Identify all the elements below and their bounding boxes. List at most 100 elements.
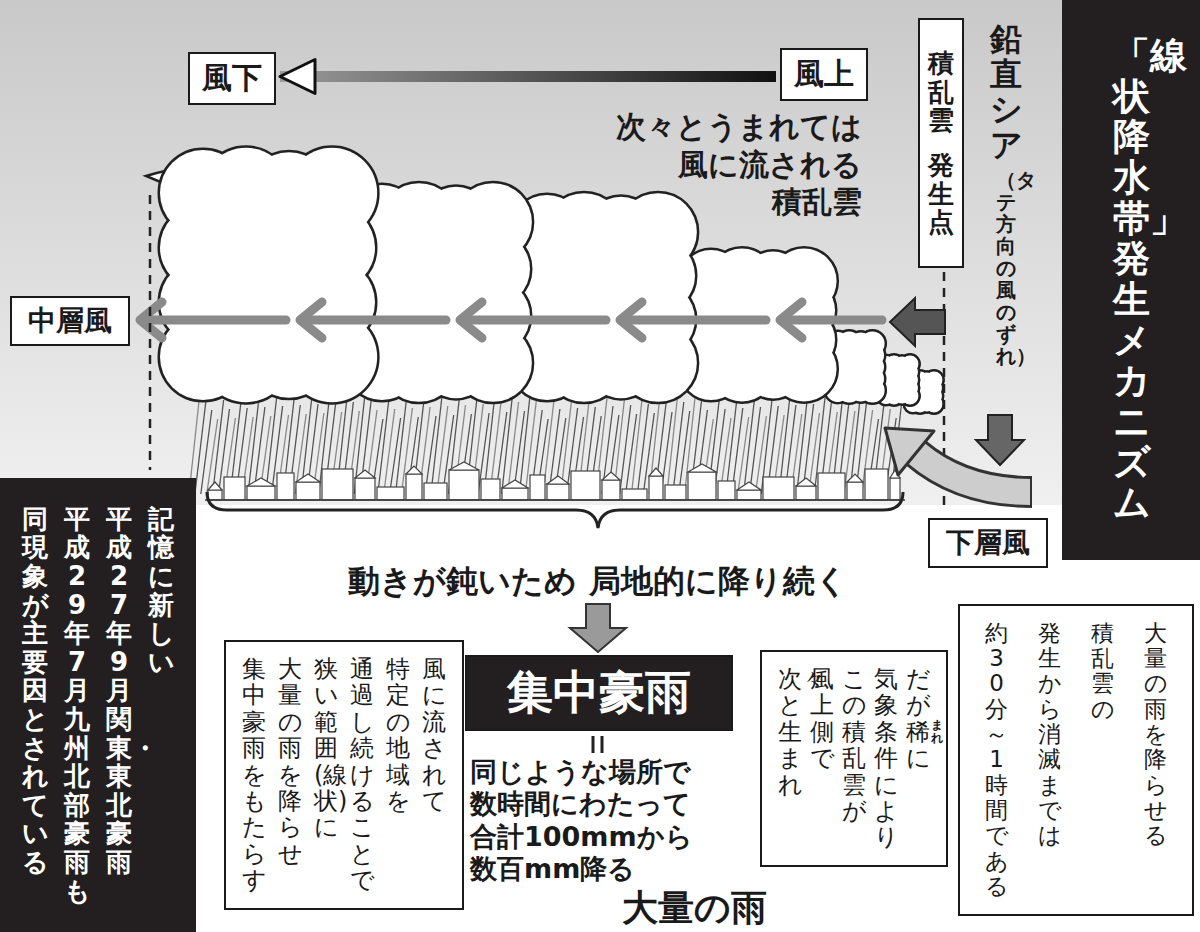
low-wind-arrow <box>916 453 1030 492</box>
rain-streak <box>283 396 294 494</box>
cloud-puff <box>771 336 836 401</box>
cloud-puff <box>621 282 695 356</box>
rain-streak <box>543 400 554 494</box>
cloud-puff <box>289 205 375 291</box>
cloud-body <box>177 167 358 383</box>
rain-streak <box>661 412 672 494</box>
town-skyline <box>205 462 905 500</box>
shear-arrow <box>890 298 945 346</box>
shear-down-arrow <box>976 415 1024 465</box>
rain-streak <box>667 393 678 494</box>
cloud-puff <box>905 372 921 388</box>
cloud-puff <box>878 356 893 371</box>
cloud-puff <box>926 372 943 389</box>
cloud-puff <box>454 324 532 402</box>
cloud-puff <box>709 248 774 313</box>
rain-streak <box>596 397 607 494</box>
result-box: 集中豪雨 <box>465 655 733 731</box>
rain-streak <box>195 401 206 494</box>
cloud-puff <box>380 324 458 402</box>
rain-streak <box>879 409 890 494</box>
rain-streak <box>396 399 407 494</box>
cloud-puff <box>621 326 695 400</box>
cloud-puff <box>912 396 929 413</box>
cloud-puff <box>902 364 918 380</box>
cloud-puff <box>289 259 375 345</box>
text-column: この積乱雲が <box>842 666 866 824</box>
cloud-puff <box>621 239 695 313</box>
text-column: 積乱雲の <box>1091 621 1114 722</box>
cloud-puff <box>744 340 803 399</box>
text-column: 気象条件により <box>874 666 898 851</box>
low-wind-arrow-outline <box>916 453 1032 492</box>
sky-background <box>0 0 1200 505</box>
cloud-puff <box>456 326 530 400</box>
cloud-puff <box>837 378 861 402</box>
rain-streak <box>278 415 289 494</box>
cloud-puff <box>894 388 909 403</box>
cloud-puff <box>682 252 741 311</box>
rain-streak <box>702 419 713 494</box>
rain-streak <box>319 394 330 494</box>
rain-streak <box>519 392 530 494</box>
cloud-puff <box>926 380 942 396</box>
text-line: 数時間にわたって <box>470 788 693 820</box>
rain-streak <box>637 404 648 494</box>
rain-streak <box>372 419 383 494</box>
cloud-puff <box>826 344 849 367</box>
house <box>424 483 447 500</box>
cumulonimbus-cloud <box>878 356 918 405</box>
rain-streak <box>437 406 448 494</box>
rain-streak <box>337 393 348 494</box>
cloud-puff <box>289 205 375 291</box>
rain-streak <box>502 393 513 494</box>
cloud-puff <box>287 312 377 402</box>
cloud-body <box>360 200 515 385</box>
house <box>355 478 375 500</box>
rain-streak <box>714 409 725 494</box>
rain-streak <box>289 405 300 494</box>
cloud-puff <box>347 328 417 398</box>
cloud-puff <box>837 378 861 402</box>
rain-streak <box>797 395 808 494</box>
house <box>530 475 545 500</box>
rain-streak <box>213 400 224 494</box>
cloud-body <box>881 359 915 401</box>
rain-streak <box>419 407 430 494</box>
cloud-body <box>908 375 939 409</box>
cloud-puff <box>162 316 244 398</box>
rain-streak <box>443 415 454 494</box>
cloud-puff <box>886 388 903 405</box>
cloud-puff <box>456 279 530 353</box>
rain-streak <box>425 416 436 494</box>
text-line: 合計100mmから <box>470 821 693 853</box>
cloud-puff <box>886 356 903 373</box>
text-column: 風上側で <box>810 666 834 772</box>
cloud-puff <box>912 372 929 389</box>
cloud-puff <box>861 344 884 367</box>
cloud-puff <box>878 364 894 380</box>
house-roof <box>502 480 528 488</box>
cloud-puff <box>878 364 894 380</box>
cumulonimbus-cloud <box>680 248 837 401</box>
cloud-puff <box>682 252 741 311</box>
house-roof <box>406 466 422 474</box>
cloud-puff <box>621 282 695 356</box>
house <box>622 489 647 500</box>
cloud-puff <box>619 193 697 271</box>
cloud-puff <box>826 355 849 378</box>
cloud-puff <box>380 324 458 402</box>
cloud-puff <box>926 388 942 404</box>
rain-streak <box>431 397 442 494</box>
cloud-puff <box>345 279 419 353</box>
box-text: 風上 <box>794 54 854 95</box>
cloud-row <box>146 148 942 413</box>
house <box>649 476 663 500</box>
cloud-puff <box>160 259 246 345</box>
cloud-puff <box>826 332 849 355</box>
cloud-puff <box>905 372 921 388</box>
rain-streak <box>632 395 643 494</box>
cloud-body <box>908 375 939 409</box>
cloud-puff <box>905 372 920 387</box>
